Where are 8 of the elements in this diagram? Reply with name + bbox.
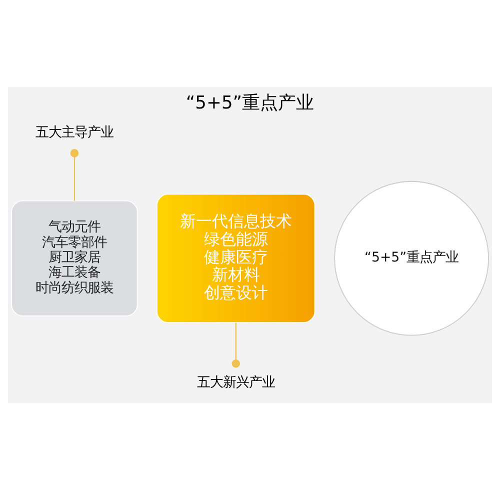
connector xyxy=(232,322,240,368)
node-text: 五大主导产业 xyxy=(35,124,114,140)
node-box: 新一代信息技术 绿色能源 健康医疗 新材料 创意设计 xyxy=(156,193,316,323)
node-box: 气动元件 汽车零部件 厨卫家居 海工装备 时尚纺织服装 xyxy=(11,200,138,316)
node-circle: “5+5”重点产业 xyxy=(334,180,489,336)
connector xyxy=(70,148,79,200)
diagram-title: “5+5”重点产业 xyxy=(186,92,314,113)
node-text: 五大新兴产业 xyxy=(196,375,275,390)
